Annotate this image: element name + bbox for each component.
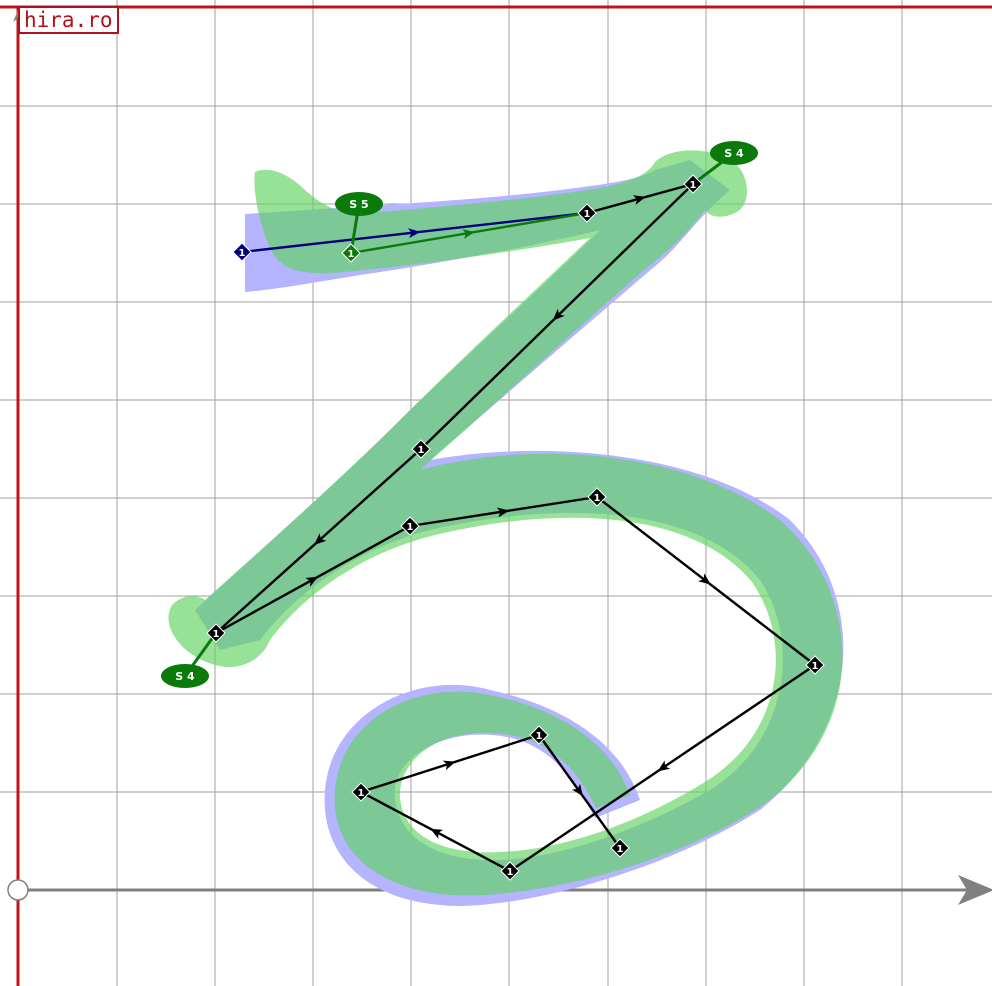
stroke-node-label: 1 xyxy=(418,445,425,456)
stroke-node-label: 1 xyxy=(239,248,246,259)
stroke-tag-label: S 4 xyxy=(724,147,744,160)
direction-arrow-icon xyxy=(428,824,443,838)
stroke-node-label: 1 xyxy=(536,731,543,742)
stroke-node-label: 1 xyxy=(584,209,591,220)
stroke-node-label: 1 xyxy=(507,867,514,878)
stroke-tag: S 5 xyxy=(335,192,383,216)
stroke-node-label: 1 xyxy=(617,844,624,855)
logo-text: hira.ro xyxy=(24,8,113,32)
logo-badge: hira.ro xyxy=(18,6,119,34)
stroke-node-label: 1 xyxy=(213,629,220,640)
stroke-node-label: 1 xyxy=(358,788,365,799)
stroke-node-label: 1 xyxy=(812,661,819,672)
stroke-tag: S 4 xyxy=(710,141,758,165)
stroke-tag: S 4 xyxy=(161,664,209,688)
direction-arrow-icon xyxy=(655,760,671,775)
stroke-tag-label: S 4 xyxy=(175,670,195,683)
stroke-node-label: 1 xyxy=(690,180,697,191)
stroke-node-label: 1 xyxy=(348,249,355,260)
origin-marker xyxy=(8,880,28,900)
stroke-node-label: 1 xyxy=(594,493,601,504)
direction-arrow-icon xyxy=(443,757,457,770)
stroke-node-label: 1 xyxy=(407,522,414,533)
stroke-tag-label: S 5 xyxy=(349,198,368,211)
